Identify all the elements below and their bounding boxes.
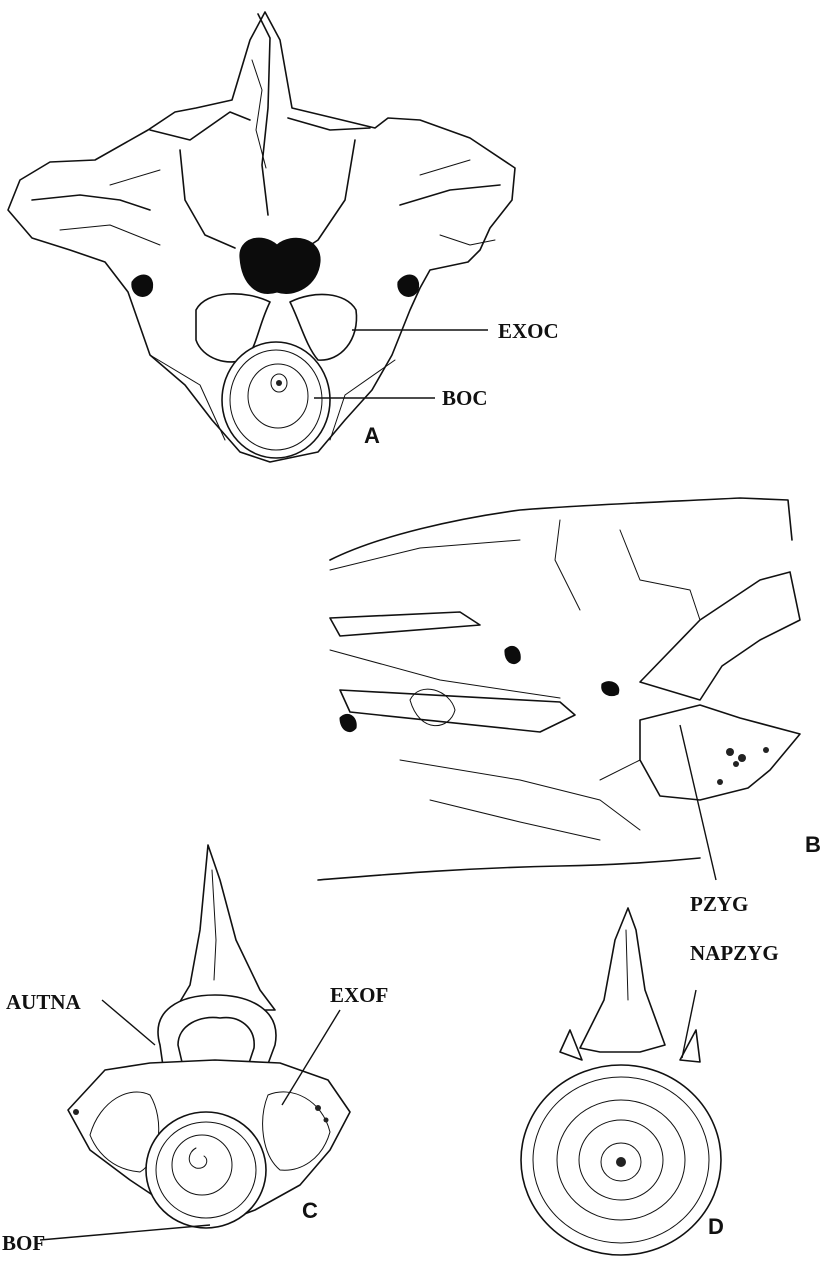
label-boc: BOC bbox=[442, 386, 488, 410]
panel-c-drawing bbox=[68, 845, 350, 1228]
panel-a-drawing bbox=[8, 12, 515, 462]
bof-leader bbox=[40, 1225, 210, 1240]
label-autna: AUTNA bbox=[6, 990, 82, 1014]
label-pzyg: PZYG bbox=[690, 892, 748, 916]
autna-leader bbox=[102, 1000, 155, 1045]
panel-label-d: D bbox=[708, 1214, 724, 1239]
label-napzyg: NAPZYG bbox=[690, 941, 779, 965]
panel-b-drawing bbox=[318, 498, 800, 880]
panel-label-b: B bbox=[805, 832, 821, 857]
label-exoc: EXOC bbox=[498, 319, 559, 343]
panel-label-c: C bbox=[302, 1198, 318, 1223]
panel-label-a: A bbox=[364, 423, 380, 448]
label-exof: EXOF bbox=[330, 983, 388, 1007]
label-bof: BOF bbox=[2, 1231, 45, 1255]
